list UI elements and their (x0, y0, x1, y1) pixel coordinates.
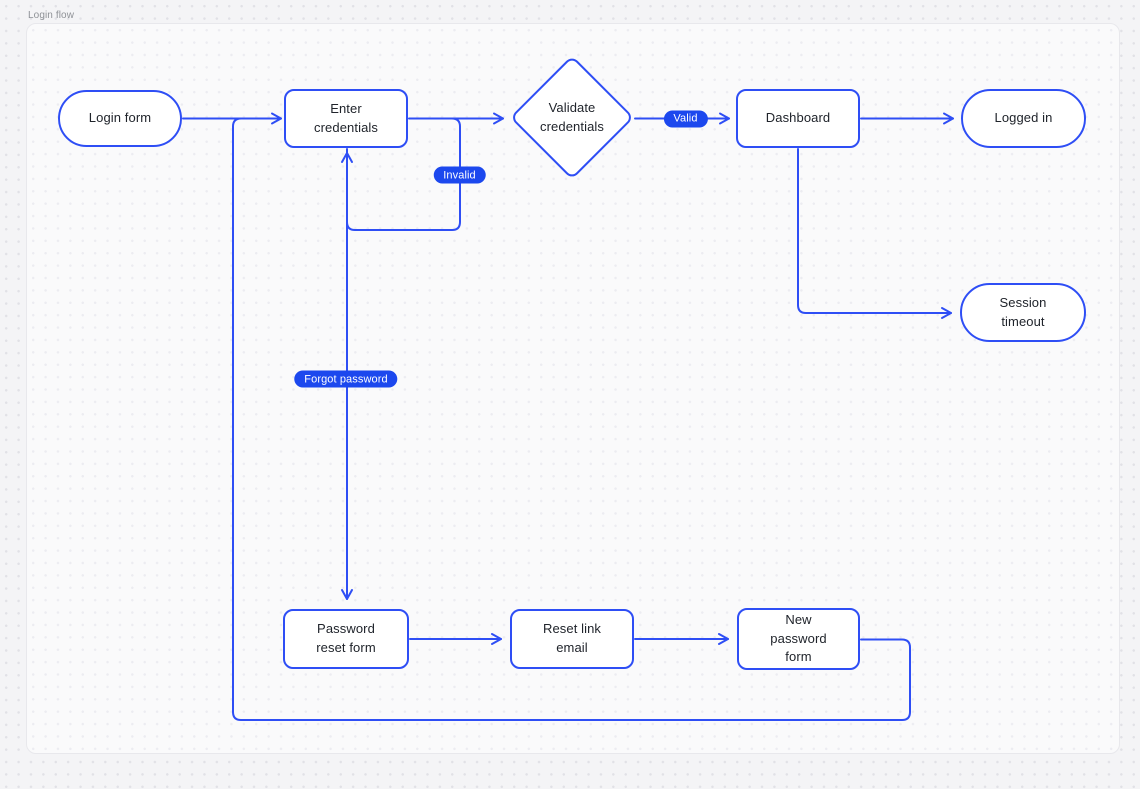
edge-newpassword-to-enter-loop[interactable] (232, 117, 911, 721)
frame-title[interactable]: Login flow (28, 10, 75, 21)
edge-label-invalid[interactable]: Invalid (433, 166, 486, 184)
edge-label-forgot-password[interactable]: Forgot password (294, 370, 398, 388)
diamond-shape (513, 58, 631, 177)
node-enter-credentials[interactable]: Enter credentials (284, 89, 408, 148)
node-login-form[interactable]: Login form (58, 90, 182, 147)
node-session-timeout[interactable]: Session timeout (960, 283, 1086, 342)
node-label: Login form (88, 110, 152, 126)
node-label: Validate credentials (540, 99, 604, 134)
node-label: Dashboard (765, 110, 831, 126)
edge-dashboard-to-session-timeout[interactable] (797, 148, 952, 319)
node-logged-in[interactable]: Logged in (961, 89, 1086, 148)
node-password-reset-form[interactable]: Password reset form (283, 609, 409, 669)
edge-invalid-loop[interactable] (341, 117, 461, 231)
node-label: Enter credentials (314, 100, 378, 135)
node-dashboard[interactable]: Dashboard (736, 89, 860, 148)
node-label: Reset link email (542, 621, 602, 655)
node-label: Password reset form (316, 621, 376, 655)
node-label: New password form (770, 611, 827, 665)
edge-label-valid[interactable]: Valid (663, 110, 708, 127)
node-label: Session timeout (999, 294, 1047, 329)
node-validate-credentials[interactable]: Validate credentials (510, 56, 634, 179)
node-new-password-form[interactable]: New password form (737, 608, 860, 670)
node-reset-link-email[interactable]: Reset link email (510, 609, 634, 669)
node-label: Logged in (994, 110, 1053, 126)
